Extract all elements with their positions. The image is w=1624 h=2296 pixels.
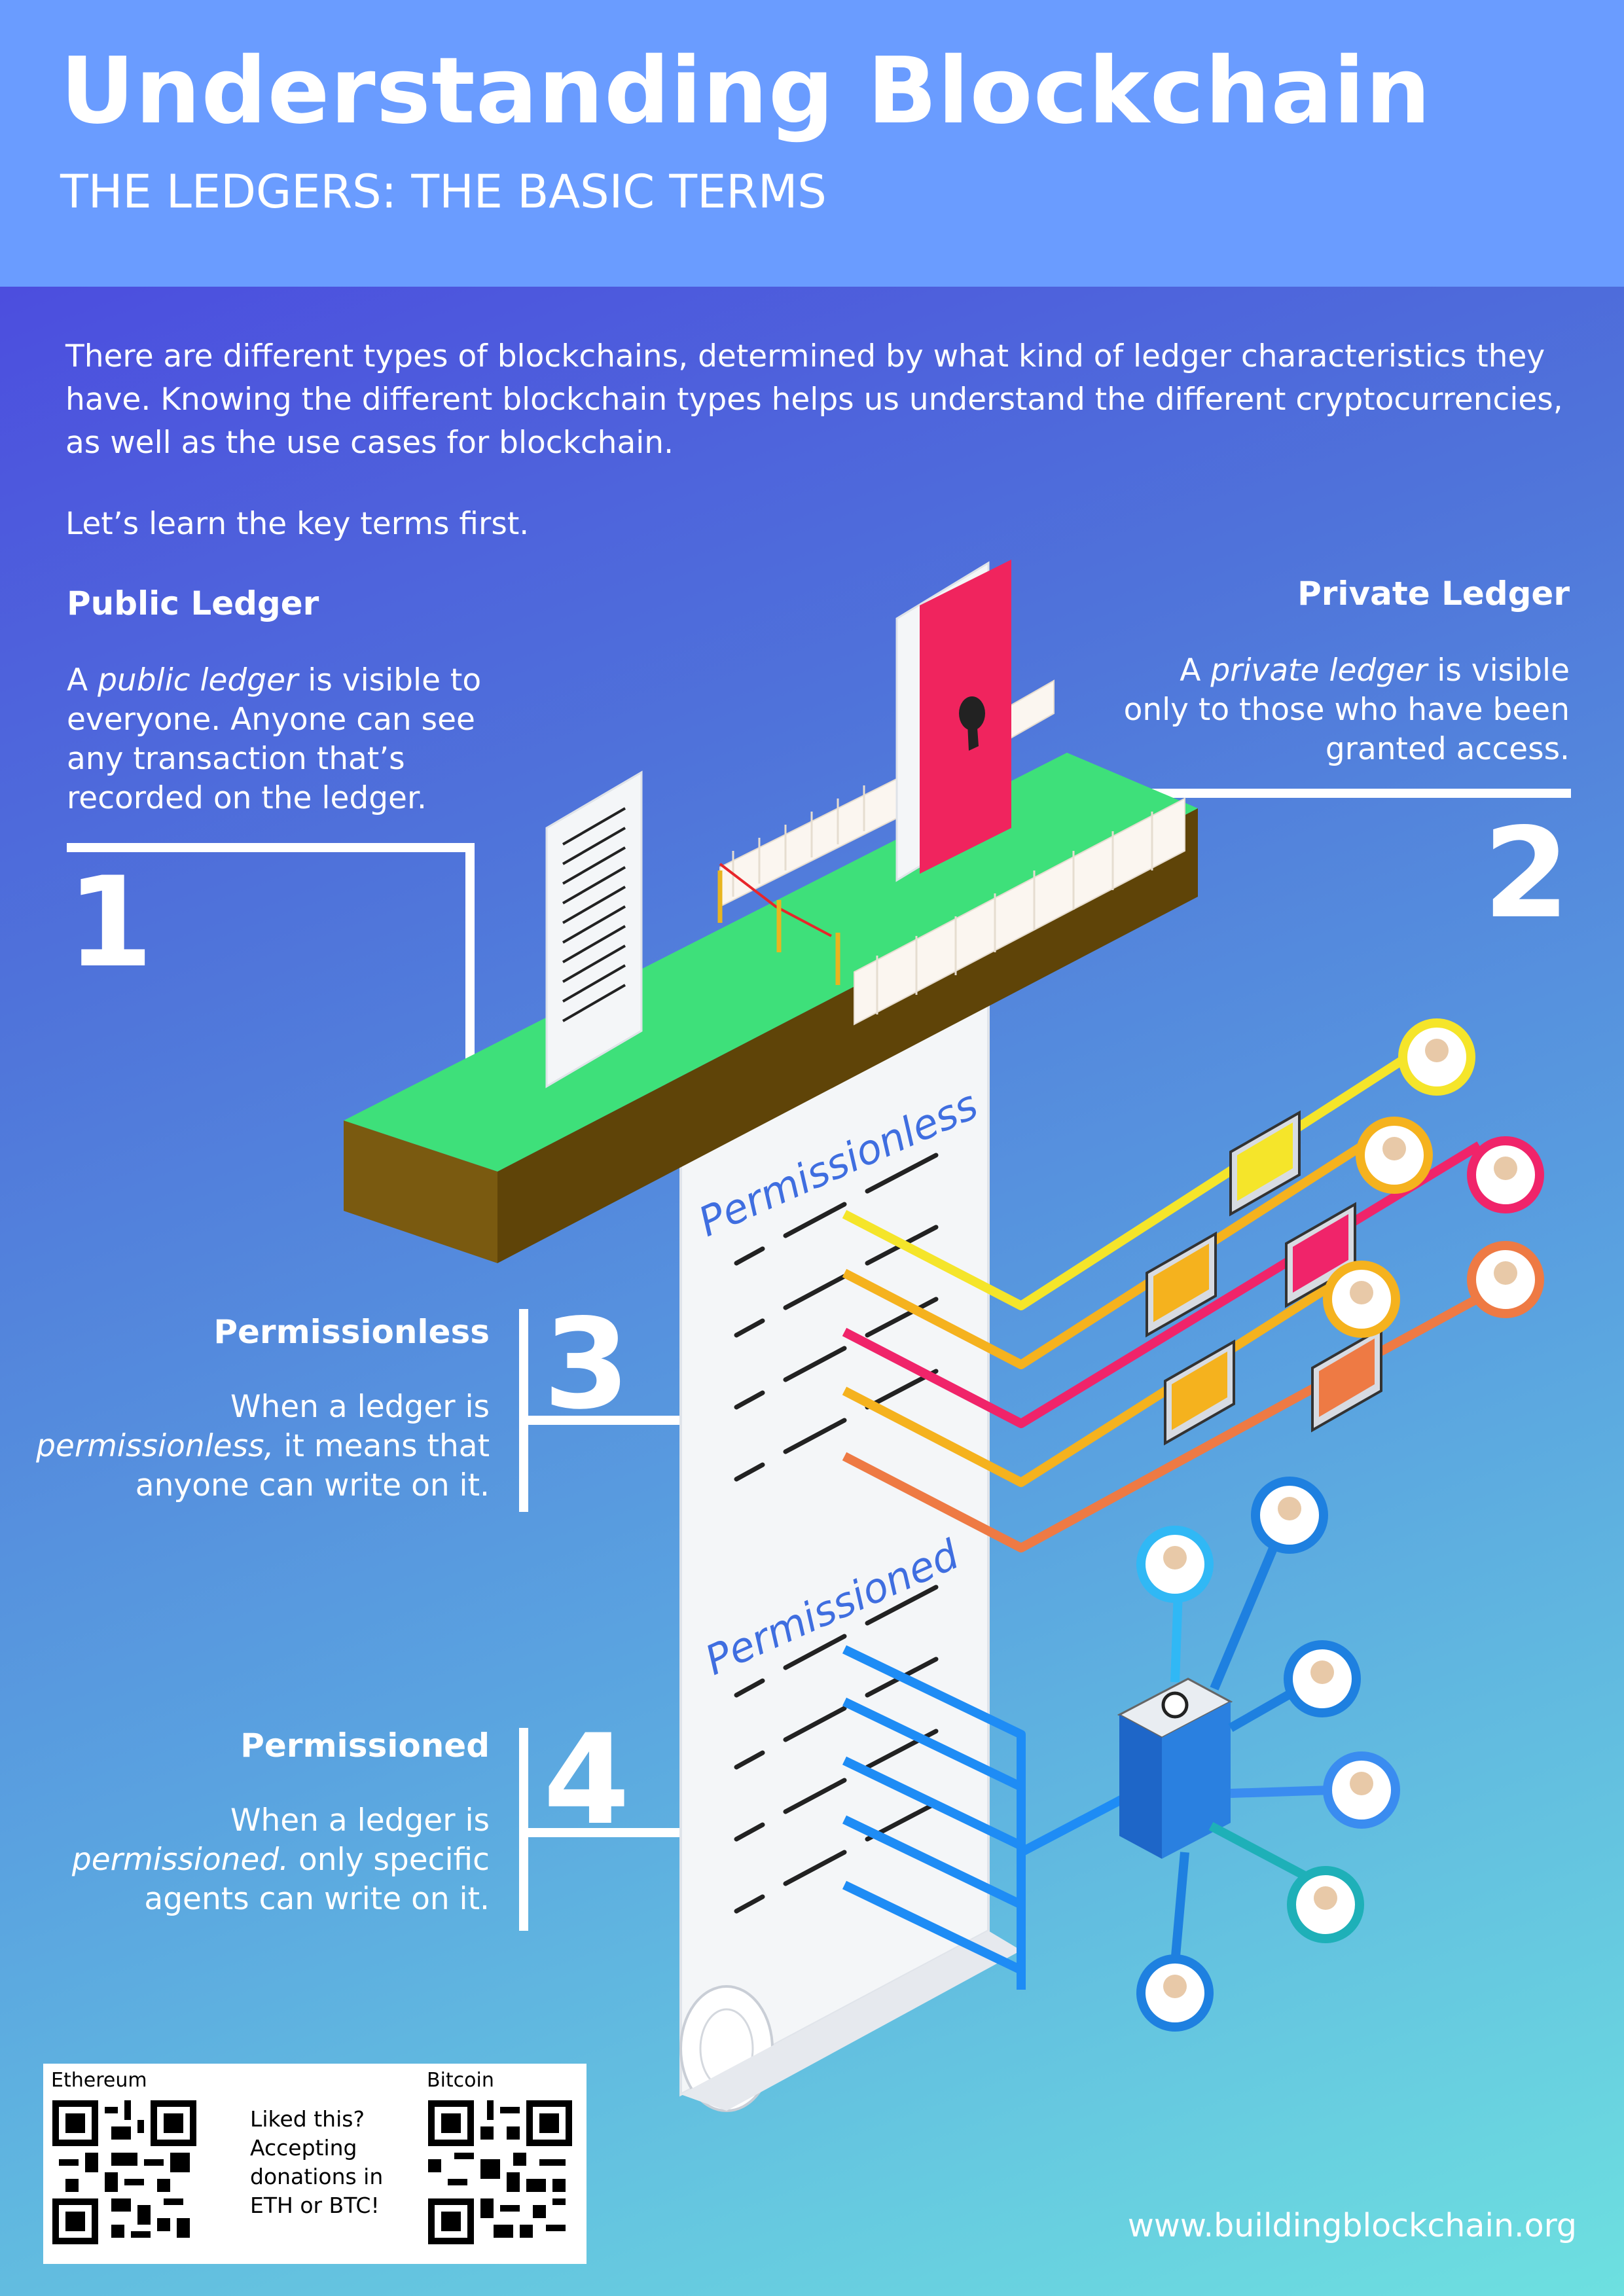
ethereum-label: Ethereum [51,2069,147,2092]
user-avatar-icon [1284,1640,1361,1717]
user-avatar-icon [1136,1526,1214,1603]
server-icon [1117,1677,1233,1859]
footer-website-link[interactable]: www.buildingblockchain.org [1127,2207,1577,2244]
intro-paragraph: There are different types of blockchains… [65,338,1563,461]
monitor-icon [1164,1339,1235,1446]
page-title: Understanding Blockchain [60,38,1432,145]
user-avatar-icon [1398,1018,1475,1096]
section-number-3: 3 [543,1292,630,1437]
monitor-icon [1311,1326,1382,1433]
user-avatar-icon [1323,1751,1400,1829]
white-fence [719,679,1185,1026]
private-ledger-heading: Private Ledger [1297,575,1570,613]
section-number-2: 2 [1483,801,1570,946]
public-ledger-description: A public ledger is visible to everyone. … [67,662,482,816]
user-avatar-icon [1467,1136,1544,1213]
rope-barrier [717,863,840,985]
header-banner: Understanding Blockchain THE LEDGERS: TH… [0,0,1624,287]
donation-message: Liked this? Accepting donations in ETH o… [250,2106,384,2218]
user-avatar-icon [1251,1477,1328,1554]
user-avatar-icon [1467,1241,1544,1318]
ethereum-qr-code [52,2100,196,2244]
private-door [895,560,1011,882]
monitor-icon [1229,1110,1301,1217]
intro-paragraph-2: Let’s learn the key terms first. [65,506,530,542]
user-avatar-icon [1136,1954,1214,2032]
user-avatar-icon [1287,1866,1364,1943]
private-ledger-description: A private ledger is visible only to thos… [1123,653,1570,767]
permissionless-description: When a ledger is permissionless, it mean… [36,1389,490,1503]
donation-box: Ethereum Liked this? Accepting donations… [43,2064,586,2264]
connector-line-1 [67,843,475,1093]
permissionless-heading: Permissionless [213,1313,490,1351]
intro-text: There are different types of blockchains… [65,335,1584,584]
permissioned-heading: Permissioned [240,1727,490,1765]
public-ledger-heading: Public Ledger [67,584,319,622]
section-number-4: 4 [543,1708,630,1852]
section-number-1: 1 [67,850,154,995]
user-avatar-icon [1356,1117,1433,1194]
bitcoin-label: Bitcoin [427,2069,494,2092]
bitcoin-qr-code [428,2100,572,2244]
user-avatar-icon [1323,1261,1400,1338]
permissioned-description: When a ledger is permissioned. only spec… [71,1803,490,1917]
public-document [545,770,643,1088]
monitor-icon [1146,1231,1217,1338]
page-subtitle: THE LEDGERS: THE BASIC TERMS [60,165,827,219]
